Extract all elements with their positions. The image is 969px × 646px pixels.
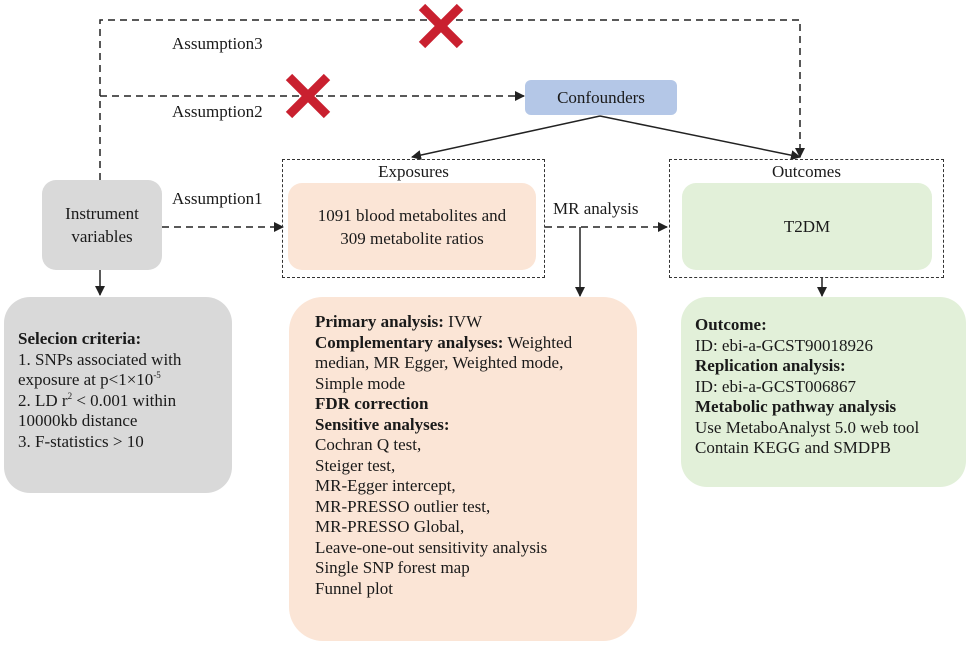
outcome-t2dm-label: T2DM bbox=[783, 217, 831, 236]
criteria-item-1: 1. SNPs associated with bbox=[18, 349, 182, 369]
replication-id: ID: ebi-a-GCST006867 bbox=[695, 376, 857, 396]
instrument-variables-box: Instrument variables bbox=[42, 180, 162, 270]
mr-analysis-label: MR analysis bbox=[553, 199, 639, 218]
instrument-line-2: variables bbox=[71, 227, 133, 246]
outcome-label: Outcome: bbox=[695, 315, 767, 334]
exposures-title: Exposures bbox=[378, 162, 449, 181]
exposures-line-2: 309 metabolite ratios bbox=[340, 228, 484, 248]
replication-label: Replication analysis: bbox=[695, 356, 846, 375]
exposures-frame: Exposures bbox=[282, 159, 545, 278]
assumption2-cross-icon bbox=[285, 73, 331, 119]
assumption1-label: Assumption1 bbox=[172, 189, 263, 208]
criteria-item-1-cont: exposure at p<1×10-5 bbox=[18, 370, 161, 389]
outcome-details-box: Outcome: ID: ebi-a-GCST90018926 Replicat… bbox=[681, 297, 966, 487]
exposures-box: 1091 blood metabolites and 309 metabolit… bbox=[288, 183, 536, 270]
criteria-title: Selecion criteria: bbox=[18, 329, 142, 348]
outcome-id: ID: ebi-a-GCST90018926 bbox=[695, 335, 874, 355]
complementary-analyses-cont: median, MR Egger, Weighted mode, bbox=[315, 353, 564, 372]
sensitive-item: Cochran Q test, bbox=[315, 435, 422, 454]
criteria-item-2: 2. LD r2 < 0.001 within bbox=[18, 390, 177, 410]
sensitive-item: MR-Egger intercept, bbox=[315, 476, 456, 495]
confounders-to-exposures-arrow bbox=[411, 115, 601, 160]
outcomes-box: T2DM bbox=[682, 183, 932, 270]
sensitive-item: MR-PRESSO outlier test, bbox=[315, 496, 491, 516]
analysis-methods-box: Primary analysis: IVW Complementary anal… bbox=[289, 297, 637, 641]
assumption3-label: Assumption3 bbox=[172, 34, 263, 53]
outcomes-frame: Outcomes bbox=[669, 159, 944, 278]
primary-analysis: Primary analysis: IVW bbox=[315, 312, 483, 331]
sensitive-item: Funnel plot bbox=[315, 578, 393, 598]
assumption2-label: Assumption2 bbox=[172, 102, 263, 121]
fdr-correction: FDR correction bbox=[315, 394, 429, 413]
pathway-line-1: Use MetaboAnalyst 5.0 web tool bbox=[695, 417, 920, 437]
sensitive-item: Single SNP forest map bbox=[315, 558, 470, 577]
confounders-box: Confounders bbox=[525, 80, 677, 115]
exposures-line-1: 1091 blood metabolites and bbox=[317, 205, 507, 225]
sensitive-item: Steiger test, bbox=[315, 455, 396, 475]
criteria-item-2-cont: 10000kb distance bbox=[18, 411, 138, 430]
complementary-analyses-cont-2: Simple mode bbox=[315, 373, 406, 393]
outcomes-title: Outcomes bbox=[772, 162, 841, 181]
confounders-label: Confounders bbox=[557, 88, 645, 107]
assumption3-cross-icon bbox=[418, 3, 464, 49]
confounders-to-outcomes-arrow bbox=[599, 115, 801, 161]
sensitive-analyses-title: Sensitive analyses: bbox=[315, 414, 450, 434]
criteria-item-3: 3. F-statistics > 10 bbox=[18, 431, 144, 451]
pathway-label: Metabolic pathway analysis bbox=[695, 397, 897, 416]
complementary-analyses: Complementary analyses: Weighted bbox=[315, 332, 573, 352]
selection-criteria-box: Selecion criteria: 1. SNPs associated wi… bbox=[4, 297, 232, 493]
pathway-line-2: Contain KEGG and SMDPB bbox=[695, 438, 891, 457]
sensitive-item: MR-PRESSO Global, bbox=[315, 517, 465, 536]
instrument-line-1: Instrument bbox=[65, 204, 139, 223]
sensitive-item: Leave-one-out sensitivity analysis bbox=[315, 537, 548, 557]
